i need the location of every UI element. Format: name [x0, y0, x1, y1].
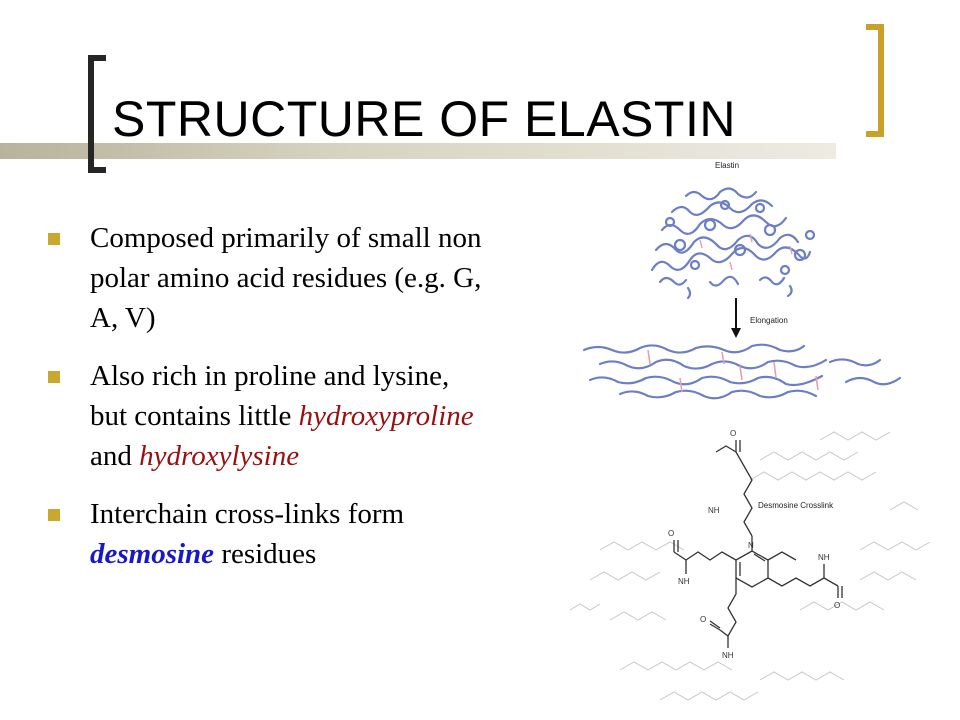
hydroxyproline-term: hydroxyproline [298, 400, 474, 432]
bullet-item-composition: Composed primarily of small non polar am… [44, 218, 484, 338]
amine-label-top: NH [708, 506, 720, 515]
slide-title: STRUCTURE OF ELASTIN [112, 91, 736, 147]
bullet-text: Composed primarily of small non polar am… [90, 222, 482, 334]
amine-label-right: NH [818, 553, 830, 562]
elastin-diagram: Elastin Elongation [569, 161, 931, 701]
elastin-crosslink-marks [699, 233, 793, 271]
bullet-text: Interchain cross-links form [90, 498, 405, 530]
bullet-text: and [90, 440, 140, 472]
bullet-item-proline-lysine: Also rich in proline and lysine, but con… [44, 356, 484, 476]
bullet-text: Also rich in proline and lysine, but con… [90, 360, 450, 432]
elongation-label: Elongation [750, 316, 788, 325]
carbonyl-label-right: O [834, 601, 840, 610]
square-bullet-icon [48, 233, 60, 245]
square-bullet-icon [48, 371, 60, 383]
pyridinium-n-label: N [748, 541, 754, 550]
bullet-text: residues [214, 538, 317, 570]
elongated-fibers [582, 343, 902, 400]
desmosine-crosslink-label: Desmosine Crosslink [758, 501, 834, 510]
bullet-item-crosslinks: Interchain cross-links form desmosine re… [44, 494, 484, 574]
amine-label-left: NH [678, 577, 690, 586]
carbonyl-label-bottom: O [700, 615, 706, 624]
elastin-label: Elastin [715, 161, 739, 170]
hydroxylysine-term: hydroxylysine [139, 440, 300, 472]
title-bracket-right [866, 24, 884, 137]
fiber-crosslink-marks [647, 349, 819, 393]
carbonyl-label-left: O [668, 529, 674, 538]
elastin-figure: Elastin Elongation [560, 150, 960, 720]
title-bracket-left [88, 55, 106, 173]
faded-peptide-chains [569, 431, 931, 701]
bullet-list: Composed primarily of small non polar am… [44, 218, 484, 592]
elongation-arrow-icon [731, 298, 741, 338]
carbonyl-label-top: O [730, 429, 736, 438]
amine-label-bottom: NH [722, 651, 734, 660]
title-band [0, 143, 836, 159]
square-bullet-icon [48, 509, 60, 521]
elastin-coil-cluster [650, 187, 816, 300]
desmosine-term: desmosine [90, 538, 215, 570]
desmosine-structure [673, 440, 843, 648]
